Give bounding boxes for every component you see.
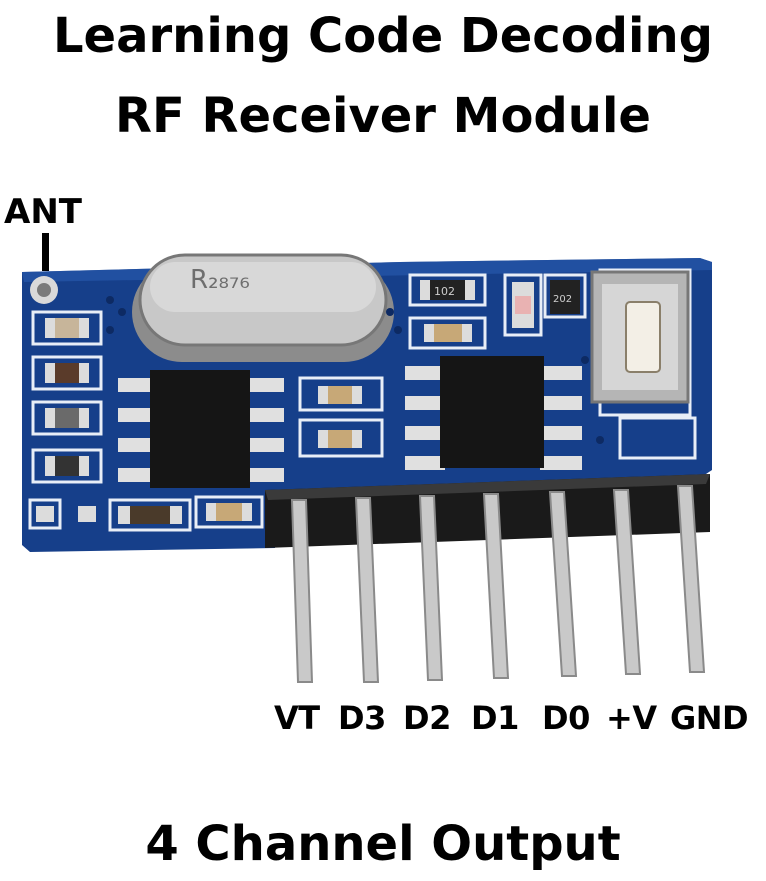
ic-chip-left: [118, 370, 284, 488]
antenna-marker: [42, 233, 49, 271]
pin-header: [265, 474, 710, 683]
pin-label-d2: D2: [403, 699, 451, 737]
crystal-oscillator: [132, 253, 394, 362]
pin-label-d1: D1: [471, 699, 519, 737]
pin-labels: VT D3 D2 D1 D0 +V GND: [272, 702, 766, 746]
title-line-2: RF Receiver Module: [115, 88, 651, 144]
crystal-marking: R₂₈₇₆: [190, 265, 250, 295]
pin-label-gnd: GND: [670, 699, 749, 737]
footer-caption: 4 Channel Output: [145, 816, 621, 872]
pcb-board: R₂₈₇₆: [22, 253, 712, 552]
pin-label-d3: D3: [338, 699, 386, 737]
smd-components-middle: [318, 386, 362, 448]
smd-components-top-right: [420, 280, 580, 342]
ic-chip-right: [405, 356, 582, 470]
header-pins: [290, 485, 706, 683]
resistor-marking-1: 102: [434, 285, 455, 298]
title-line-1: Learning Code Decoding: [52, 8, 714, 64]
antenna-label: ANT: [4, 192, 82, 232]
pin-label-plus-v: +V: [606, 699, 657, 737]
smd-components-left: [36, 318, 252, 524]
tact-switch: [590, 270, 690, 404]
pin-label-d0: D0: [542, 699, 590, 737]
pin-label-vt: VT: [274, 699, 320, 737]
resistor-marking-2: 202: [553, 294, 572, 305]
